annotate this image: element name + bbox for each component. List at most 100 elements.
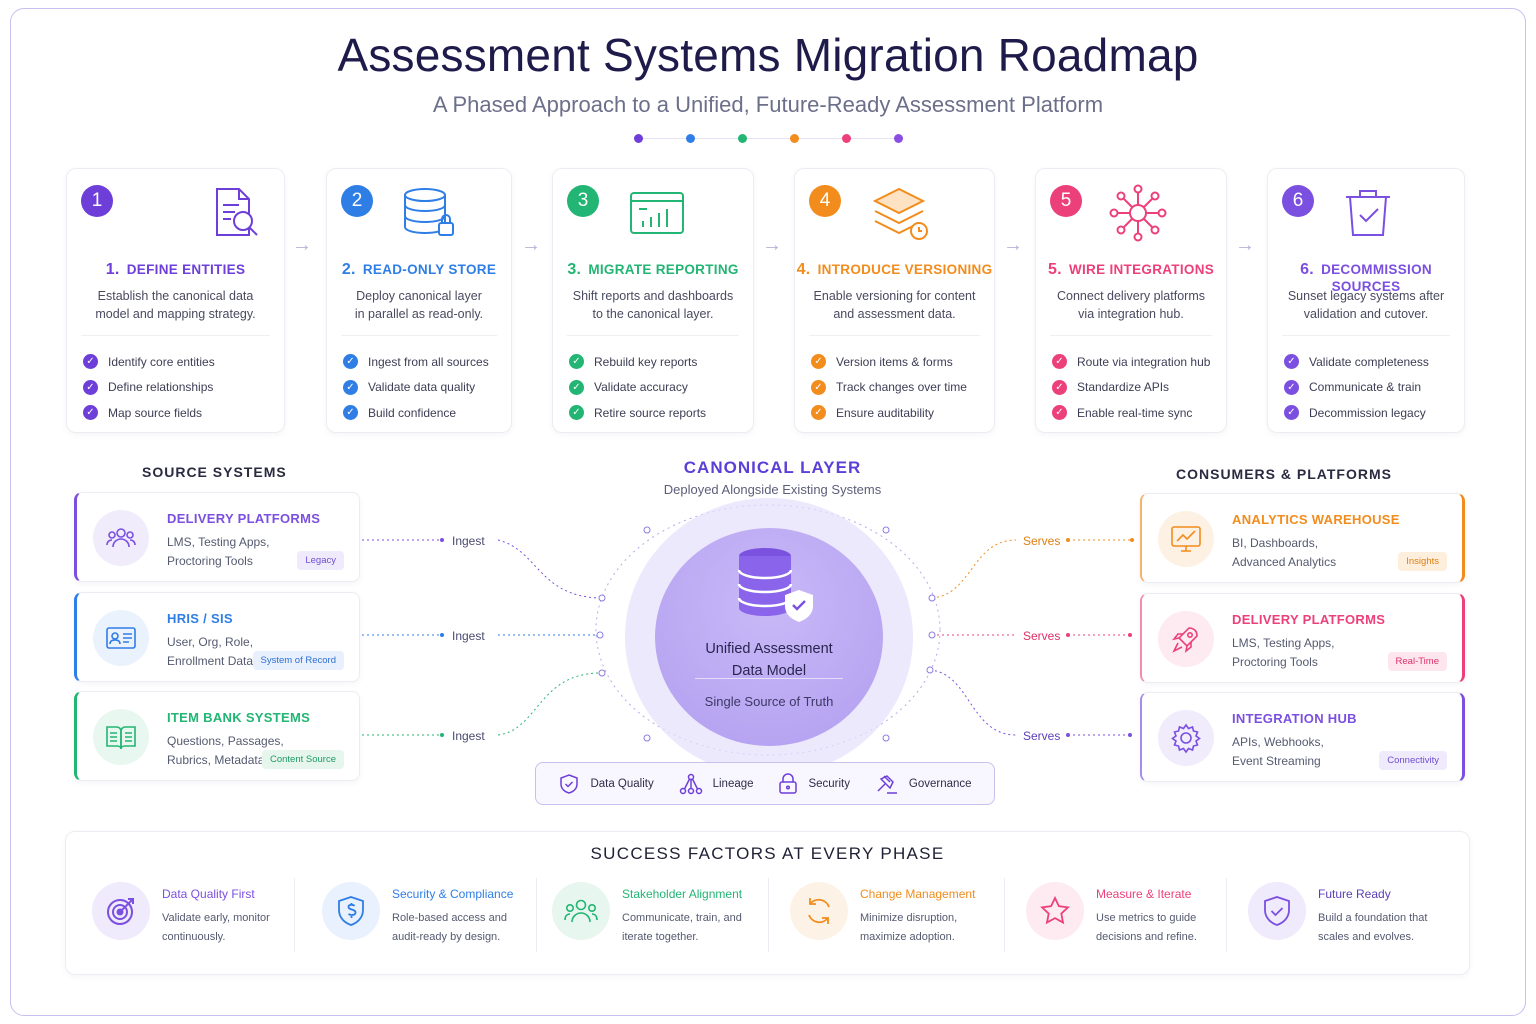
factor-description: Minimize disruption,maximize adoption.	[860, 912, 958, 943]
phase-dot	[841, 134, 851, 143]
governance-item-lineage[interactable]: Lineage	[679, 773, 754, 795]
chart-monitor-icon	[1158, 511, 1214, 567]
source-title: HRIS / SIS	[167, 611, 233, 626]
source-tag: Legacy	[297, 551, 344, 570]
checklist-item: ✓Build confidence	[343, 400, 489, 426]
gear-icon	[1158, 710, 1214, 766]
phase-card-define-entities[interactable]: 1 1. DEFINE ENTITIES Establish the canon…	[66, 168, 285, 433]
governance-item-data-quality[interactable]: Data Quality	[558, 773, 654, 795]
phase-title: 3. MIGRATE REPORTING	[567, 261, 739, 278]
canonical-layer-title: CANONICAL LAYER	[683, 458, 862, 477]
governance-item-security[interactable]: Security	[778, 772, 850, 795]
phase-number-badge: 5	[1050, 185, 1082, 217]
core-subtitle: Single Source of Truth	[704, 694, 834, 709]
consumer-description: LMS, Testing Apps,Proctoring Tools	[1232, 636, 1335, 669]
source-card-hris-sis[interactable]: HRIS / SIS User, Org, Role,Enrollment Da…	[74, 592, 360, 682]
checklist-item: ✓Validate data quality	[343, 375, 489, 401]
target-icon	[92, 882, 150, 940]
source-systems-heading: SOURCE SYSTEMS	[142, 464, 287, 480]
phase-card-migrate-reporting[interactable]: 3 3. MIGRATE REPORTING Shift reports and…	[552, 168, 754, 433]
shield-check-icon	[560, 773, 579, 794]
phase-dot	[789, 134, 799, 143]
star-icon	[1026, 882, 1084, 940]
check-icon: ✓	[83, 379, 98, 395]
phase-dots	[0, 134, 1536, 143]
factor-title: Change Management	[860, 887, 976, 901]
gavel-icon	[877, 774, 897, 794]
source-title: ITEM BANK SYSTEMS	[167, 710, 311, 725]
consumer-description: APIs, Webhooks,Event Streaming	[1232, 735, 1324, 768]
success-factors-panel: SUCCESS FACTORS AT EVERY PHASE Data Qual…	[65, 831, 1470, 975]
phase-card-decommission-sources[interactable]: 6 6. DECOMMISSION SOURCES Sunset legacy …	[1267, 168, 1465, 433]
open-book-icon	[93, 709, 149, 765]
phase-dot	[893, 134, 903, 143]
check-icon: ✓	[83, 405, 98, 421]
trash-check-icon	[1346, 190, 1390, 236]
consumer-tag: Insights	[1398, 552, 1447, 571]
source-tag: Content Source	[261, 750, 344, 769]
ingest-label: Ingest	[452, 629, 485, 643]
governance-bar: Data Quality Lineage Security Governance	[535, 762, 995, 805]
factor-title: Security & Compliance	[392, 887, 514, 901]
check-icon: ✓	[569, 405, 584, 421]
consumer-title: DELIVERY PLATFORMS	[1232, 612, 1386, 627]
phase-dot	[633, 134, 643, 143]
phase-number-badge: 6	[1282, 185, 1314, 217]
consumer-card-integration-hub[interactable]: INTEGRATION HUB APIs, Webhooks,Event Str…	[1140, 692, 1465, 782]
check-icon: ✓	[343, 379, 358, 395]
phase-card-introduce-versioning[interactable]: 4 4. INTRODUCE VERSIONING Enable version…	[794, 168, 995, 433]
consumer-card-delivery-platforms[interactable]: DELIVERY PLATFORMS LMS, Testing Apps,Pro…	[1140, 593, 1465, 683]
governance-item-governance[interactable]: Governance	[875, 773, 972, 795]
consumer-title: INTEGRATION HUB	[1232, 711, 1357, 726]
document-search-icon	[216, 188, 258, 236]
phase-title: 5. WIRE INTEGRATIONS	[1047, 261, 1215, 278]
page-title: Assessment Systems Migration Roadmap	[337, 29, 1199, 81]
check-icon: ✓	[569, 354, 584, 370]
factor-title: Measure & Iterate	[1096, 887, 1192, 901]
check-icon: ✓	[83, 354, 98, 370]
phase-checklist: ✓Validate completeness ✓Communicate & tr…	[1284, 349, 1429, 426]
ingest-label: Ingest	[452, 534, 485, 548]
consumer-card-analytics-warehouse[interactable]: ANALYTICS WAREHOUSE BI, Dashboards,Advan…	[1140, 493, 1465, 583]
checklist-item: ✓Decommission legacy	[1284, 400, 1429, 426]
check-icon: ✓	[811, 379, 826, 395]
phase-card-read-only-store[interactable]: 2 2. READ-ONLY STORE Deploy canonical la…	[326, 168, 512, 433]
phase-number-badge: 1	[81, 185, 113, 217]
checklist-item: ✓Ensure auditability	[811, 400, 967, 426]
arrow-right-icon: →	[292, 234, 312, 256]
check-icon: ✓	[1052, 379, 1067, 395]
serves-label: Serves	[1023, 729, 1061, 743]
phase-title: 4. INTRODUCE VERSIONING	[796, 261, 993, 278]
shield-dollar-icon	[322, 882, 380, 940]
lineage-icon	[679, 773, 702, 794]
team-icon	[552, 882, 610, 940]
check-icon: ✓	[811, 405, 826, 421]
check-icon: ✓	[811, 354, 826, 370]
database-shield-icon	[737, 548, 813, 622]
checklist-item: ✓Track changes over time	[811, 375, 967, 401]
check-icon: ✓	[1284, 354, 1299, 370]
database-lock-icon	[404, 188, 454, 236]
source-card-delivery-platforms[interactable]: DELIVERY PLATFORMS LMS, Testing Apps,Pro…	[74, 492, 360, 582]
check-icon: ✓	[569, 379, 584, 395]
arrow-right-icon: →	[1235, 234, 1255, 256]
source-card-item-bank-systems[interactable]: ITEM BANK SYSTEMS Questions, Passages,Ru…	[74, 691, 360, 781]
phase-card-wire-integrations[interactable]: 5 5. WIRE INTEGRATIONS Connect delivery …	[1035, 168, 1227, 433]
arrow-right-icon: →	[521, 234, 541, 256]
ingest-label: Ingest	[452, 729, 485, 743]
arrow-right-icon: →	[1003, 234, 1023, 256]
checklist-item: ✓Enable real-time sync	[1052, 400, 1210, 426]
serves-label: Serves	[1023, 629, 1061, 643]
phase-number-badge: 3	[567, 185, 599, 217]
phase-title: 6. DECOMMISSION SOURCES	[1300, 261, 1432, 294]
serves-label: Serves	[1023, 534, 1061, 548]
id-card-icon	[93, 610, 149, 666]
